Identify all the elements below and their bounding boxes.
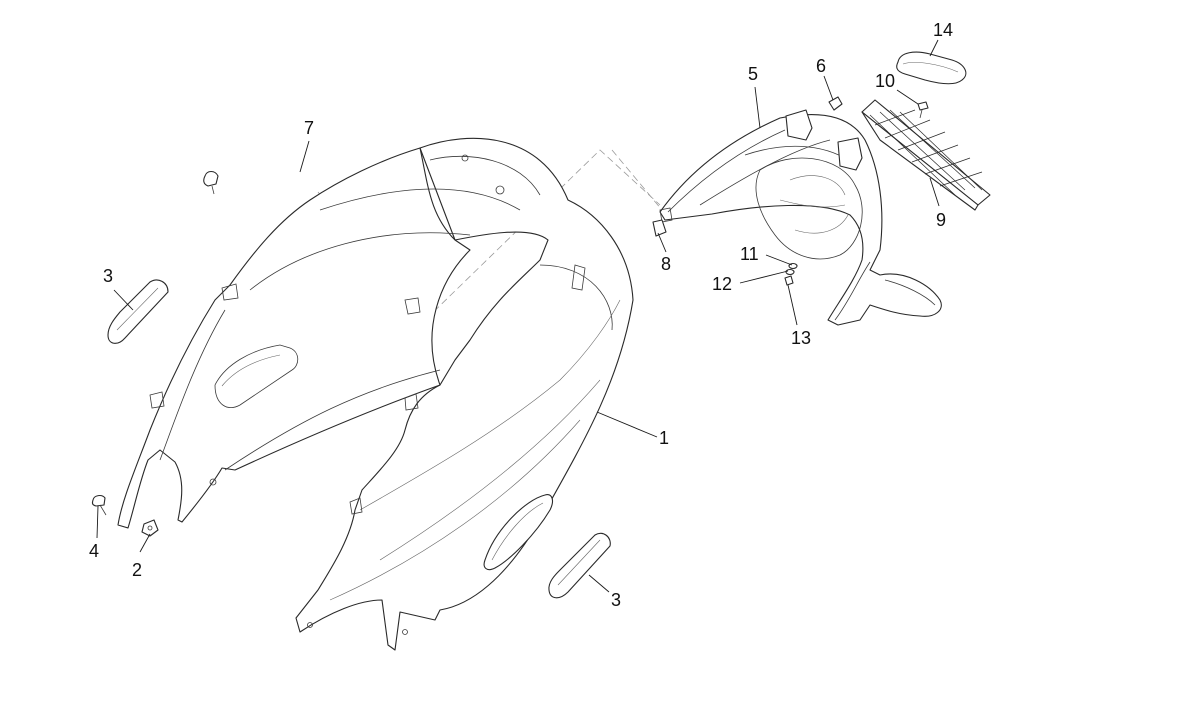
- part-reflector-lower: [548, 532, 611, 599]
- callout-9: 9: [936, 210, 946, 230]
- callout-3-lower: 3: [611, 590, 621, 610]
- part-nut-2: [141, 519, 159, 537]
- callout-1: 1: [659, 428, 669, 448]
- callout-10: 10: [875, 71, 895, 91]
- callout-11: 11: [740, 244, 759, 264]
- callout-6: 6: [816, 56, 826, 76]
- part-clip-8: [652, 219, 667, 237]
- part-rear-carrier-frame: [659, 109, 942, 326]
- callout-2: 2: [132, 560, 142, 580]
- callout-3-left: 3: [103, 266, 113, 286]
- part-bolt-4: [91, 495, 107, 516]
- part-screw-7: [203, 170, 219, 195]
- callout-14: 14: [933, 20, 953, 40]
- callout-13: 13: [791, 328, 811, 348]
- part-washers-11-12-13: [784, 262, 798, 286]
- callout-4: 4: [89, 541, 99, 561]
- part-reflector-top: [896, 51, 967, 85]
- callout-12: 12: [712, 274, 732, 294]
- callout-labels: 1 2 3 3 4 5 6 7 8 9 10 11 12 13 14: [89, 20, 953, 610]
- callout-5: 5: [748, 64, 758, 84]
- callout-7: 7: [304, 118, 314, 138]
- part-rear-body-cover: [117, 137, 634, 651]
- part-reflector-left: [107, 279, 169, 344]
- part-screw-10: [917, 101, 929, 119]
- part-screw-6: [828, 96, 843, 111]
- part-luggage-grid: [861, 99, 991, 211]
- callout-8: 8: [661, 254, 671, 274]
- leader-lines: [96, 39, 940, 593]
